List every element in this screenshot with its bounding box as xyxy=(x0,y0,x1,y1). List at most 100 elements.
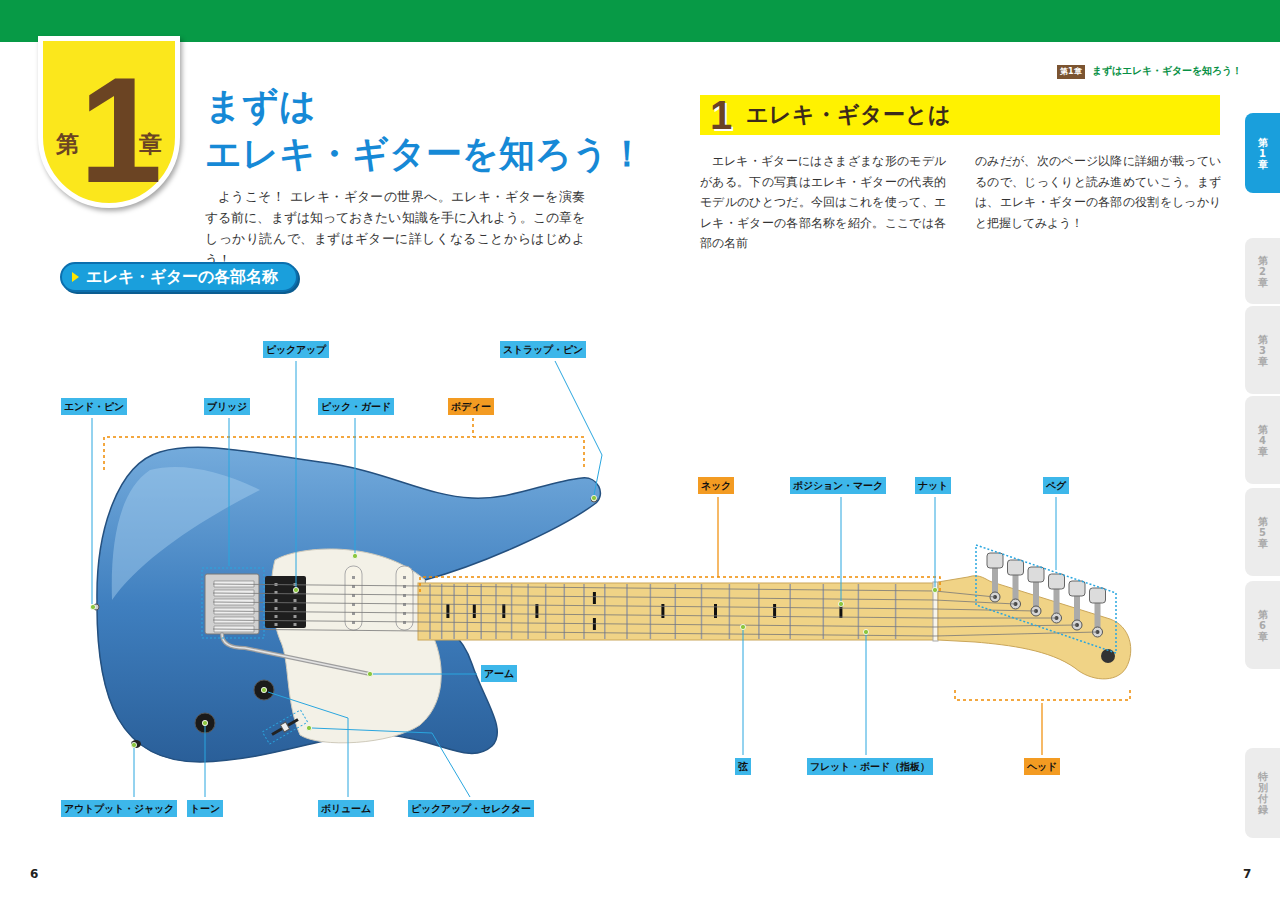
chapter-tab: 特別付録 xyxy=(1245,748,1280,838)
running-head: まずはエレキ・ギターを知ろう！ xyxy=(1092,64,1242,78)
selector-switch xyxy=(262,710,307,744)
leader-dot xyxy=(261,687,266,692)
tuner-button xyxy=(1090,588,1106,603)
leader-dot xyxy=(90,604,95,609)
part-group-label: ネック xyxy=(698,477,734,494)
chapter-number: 1 xyxy=(79,55,139,205)
chapter-tab: 第2章 xyxy=(1245,238,1280,304)
selector-outline xyxy=(262,710,307,744)
part-label: アーム xyxy=(481,665,517,682)
body-text: エレキ・ギターにはさまざまな形のモデルがある。下の写真はエレキ・ギターの代表的モ… xyxy=(700,151,946,254)
selector-slot xyxy=(272,720,298,735)
tuner-post xyxy=(1095,602,1101,628)
tuner xyxy=(987,553,1003,602)
single-coil-pickup xyxy=(396,566,413,630)
part-group-name: ネック xyxy=(701,480,731,491)
part-name: 弦 xyxy=(738,761,748,772)
chapter-number: 章 xyxy=(139,133,162,156)
headstock-logo xyxy=(1101,649,1115,663)
part-label: 弦 xyxy=(735,758,751,775)
head-leader xyxy=(1041,703,1042,755)
leader-dots xyxy=(90,495,937,747)
part-name: アウトプット・ジャック xyxy=(64,803,174,814)
part-label: ブリッジ xyxy=(204,398,250,415)
knob-cap xyxy=(202,720,208,726)
part-label: エンド・ピン xyxy=(61,398,127,415)
part-group-label: ボディー xyxy=(448,398,494,415)
part-name: ボリューム xyxy=(321,803,371,814)
leader-dot xyxy=(863,629,868,634)
part-name: ペグ xyxy=(1046,480,1066,491)
chapter-tab: 第5章 xyxy=(1245,488,1280,576)
part-name: ナット xyxy=(918,480,948,491)
chapter-tab: 第3章 xyxy=(1245,306,1280,394)
tab-text: 第6章 xyxy=(1258,609,1268,642)
tuner xyxy=(1090,588,1106,637)
tab-text: 第5章 xyxy=(1258,516,1268,549)
tuner-button xyxy=(987,553,1003,568)
page-number: 6 xyxy=(30,866,38,882)
chapter-tab: 第1章 xyxy=(1245,113,1280,193)
chapter-tag-text: 第1章 xyxy=(1060,67,1082,76)
frets xyxy=(430,584,896,639)
part-label: アウトプット・ジャック xyxy=(61,800,177,817)
leader-dot xyxy=(352,553,357,558)
headstock xyxy=(938,576,1131,679)
part-group-name: ボディー xyxy=(451,401,491,412)
body-bracket xyxy=(104,418,584,470)
body-text: のみだが、次のページ以降に詳細が載っているので、じっくりと読み進めていこう。まず… xyxy=(975,151,1221,233)
neck-leader xyxy=(717,497,718,577)
leader-dot xyxy=(306,725,311,730)
single-coil-pickup xyxy=(345,566,362,630)
selector-tip xyxy=(280,722,289,732)
part-name: トーン xyxy=(190,803,220,814)
tab-text: 第1章 xyxy=(1258,137,1268,170)
tuner xyxy=(1008,560,1024,609)
text-wrap: のみだが、次のページ以降に詳細が載っているので、じっくりと読み進めていこう。まず… xyxy=(975,151,1221,233)
leader-dot xyxy=(932,587,937,592)
part-name: アーム xyxy=(484,668,514,679)
part-label: フレット・ボード（指板） xyxy=(807,758,933,775)
strap-pin xyxy=(591,496,597,502)
head-bracket xyxy=(955,690,1130,700)
text-wrap: エレキ・ギターにはさまざまな形のモデルがある。下の写真はエレキ・ギターの代表的モ… xyxy=(700,151,946,254)
leader-dot xyxy=(293,587,298,592)
part-group-label: ヘッド xyxy=(1024,758,1060,775)
part-name: フレット・ボード（指板） xyxy=(810,761,930,772)
leader-dot xyxy=(367,671,372,676)
arm-highlight xyxy=(222,634,370,674)
page-title: まずは エレキ・ギターを知ろう！ xyxy=(205,82,645,178)
part-label: ボリューム xyxy=(318,800,374,817)
part-label: ナット xyxy=(915,477,951,494)
part-name: ピック・ガード xyxy=(321,401,391,412)
part-label: ピックアップ・セレクター xyxy=(408,800,534,817)
section-title: エレキ・ギターの各部名称 xyxy=(86,267,278,286)
bridge-saddles xyxy=(214,581,254,632)
part-label: ピックアップ xyxy=(263,341,329,358)
leader-dot xyxy=(202,720,207,725)
part-name: エンド・ピン xyxy=(64,401,124,412)
bridge-outline xyxy=(202,568,264,638)
bridge xyxy=(205,574,259,634)
part-label: トーン xyxy=(187,800,223,817)
section-title: 1 xyxy=(710,95,732,135)
strings xyxy=(213,584,1098,636)
tuner xyxy=(1028,567,1044,616)
section-band: 1 エレキ・ギターとは xyxy=(700,95,1220,135)
part-name: ブリッジ xyxy=(207,401,247,412)
tuner-button xyxy=(1028,567,1044,582)
knob-cap xyxy=(261,687,267,693)
text-wrap: ようこそ！ エレキ・ギターの世界へ。エレキ・ギターを演奏する前に、まずは知ってお… xyxy=(205,186,585,270)
leader-dot xyxy=(740,624,745,629)
top-bar xyxy=(0,0,1280,42)
part-name: ピックアップ xyxy=(266,344,326,355)
title-wrap: まずは エレキ・ギターを知ろう！ xyxy=(205,82,645,178)
tab-text: 特別付録 xyxy=(1258,771,1268,815)
neck-bracket xyxy=(420,577,940,592)
part-name: ポジション・マーク xyxy=(793,480,883,491)
section-title: エレキ・ギターとは xyxy=(746,101,951,129)
tuner xyxy=(1069,581,1085,630)
section-heading: エレキ・ギターの各部名称 xyxy=(60,262,298,292)
text-wrap: 6 xyxy=(30,866,38,882)
